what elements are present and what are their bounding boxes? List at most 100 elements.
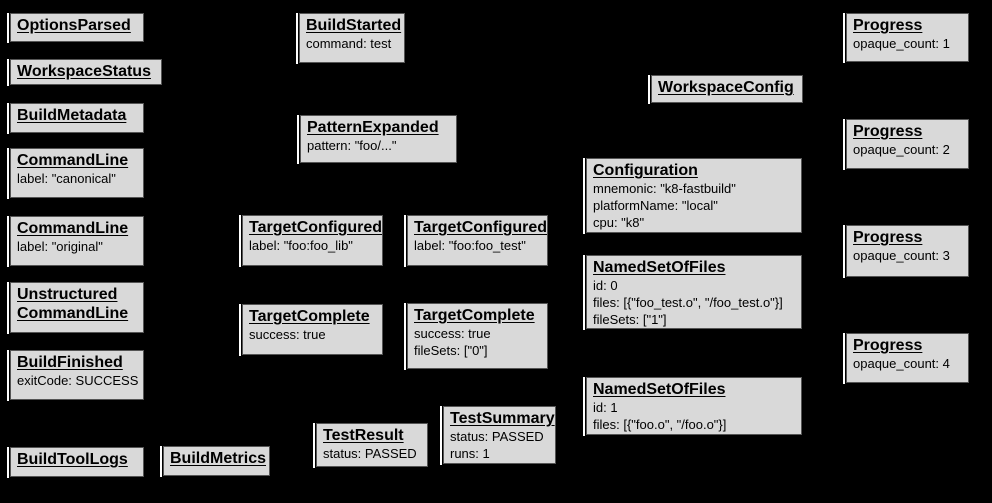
event-field: status: PASSED <box>323 446 417 461</box>
event-node-pattern-expanded: PatternExpanded pattern: "foo/..." <box>296 114 457 164</box>
event-field: success: true <box>414 326 491 341</box>
event-title: BuildFinished <box>17 353 137 372</box>
event-title-line: BuildFinished <box>17 354 123 371</box>
event-field: label: "canonical" <box>17 171 116 186</box>
event-title-line: CommandLine <box>17 220 129 237</box>
event-title-line: BuildMetadata <box>17 107 127 124</box>
event-title-line: TargetConfigured <box>249 219 383 236</box>
event-field: opaque_count: 3 <box>853 248 950 263</box>
event-field: success: true <box>249 327 326 342</box>
event-field: fileSets: ["1"] <box>593 312 667 327</box>
event-node-progress-1: Progress opaque_count: 1 <box>842 12 969 63</box>
event-field: opaque_count: 1 <box>853 36 950 51</box>
event-title-line: Configuration <box>593 162 698 179</box>
event-field: status: PASSED <box>450 429 544 444</box>
event-field: opaque_count: 2 <box>853 142 950 157</box>
event-field: mnemonic: "k8-fastbuild" <box>593 181 736 196</box>
event-node-named-set-of-files-1: NamedSetOfFiles id: 1 files: [{"foo.o", "/… <box>582 376 802 436</box>
event-title-line: Progress <box>853 229 923 246</box>
event-node-build-metadata: BuildMetadata <box>6 102 144 134</box>
event-node-options-parsed: OptionsParsed <box>6 12 144 43</box>
event-title-line: TargetConfigured <box>414 219 548 236</box>
event-field: label: "foo:foo_test" <box>414 238 526 253</box>
event-title-line: TargetComplete <box>249 308 370 325</box>
event-title: WorkspaceConfig <box>658 78 796 97</box>
event-field: files: [{"foo_test.o", "/foo_test.o"}] <box>593 295 783 310</box>
event-node-test-result: TestResult status: PASSED <box>312 422 428 468</box>
event-title-line: BuildMetrics <box>170 450 267 467</box>
event-title: NamedSetOfFiles <box>593 258 795 277</box>
event-title: Progress <box>853 16 962 35</box>
event-node-target-complete-foo-test: TargetComplete success: true fileSets: ["0… <box>403 302 548 370</box>
event-title: OptionsParsed <box>17 16 137 35</box>
event-node-workspace-status: WorkspaceStatus <box>6 58 162 86</box>
event-title-line: Progress <box>853 337 923 354</box>
event-title: Progress <box>853 336 962 355</box>
event-node-command-line-original: CommandLine label: "original" <box>6 215 144 267</box>
event-field: opaque_count: 4 <box>853 356 950 371</box>
event-title: TargetComplete <box>414 306 541 325</box>
event-field: fileSets: ["0"] <box>414 343 488 358</box>
event-title-line: NamedSetOfFiles <box>593 259 726 276</box>
event-title-line: Unstructured <box>17 286 118 303</box>
event-field: command: test <box>306 36 392 51</box>
event-title: WorkspaceStatus <box>17 62 155 81</box>
event-title: BuildMetadata <box>17 106 137 125</box>
event-title: TargetConfigured <box>249 218 383 237</box>
event-title: TargetConfigured <box>414 218 548 237</box>
event-title-line: WorkspaceStatus <box>17 63 151 80</box>
event-title: PatternExpanded <box>307 118 450 137</box>
event-title: NamedSetOfFiles <box>593 380 795 399</box>
event-title-line: TestSummary <box>450 410 555 427</box>
event-title-line: BuildStarted <box>306 17 402 34</box>
event-title-line: BuildToolLogs <box>17 451 128 468</box>
event-title: CommandLine <box>17 219 137 238</box>
event-title: CommandLine <box>17 151 137 170</box>
event-title-line: PatternExpanded <box>307 119 439 136</box>
event-title-line: OptionsParsed <box>17 17 131 34</box>
event-title: TargetComplete <box>249 307 376 326</box>
event-field: pattern: "foo/..." <box>307 138 397 153</box>
event-title: BuildToolLogs <box>17 450 137 469</box>
event-field: cpu: "k8" <box>593 215 645 230</box>
event-node-target-complete-foo-lib: TargetComplete success: true <box>238 303 383 356</box>
event-node-build-started: BuildStarted command: test <box>295 12 405 64</box>
event-title-line: CommandLine <box>17 152 129 169</box>
event-node-build-metrics: BuildMetrics <box>159 445 270 477</box>
event-node-configuration: Configuration mnemonic: "k8-fastbuild" pla… <box>582 157 802 234</box>
event-title: BuildStarted <box>306 16 402 35</box>
event-title-line: TestResult <box>323 427 404 444</box>
event-node-named-set-of-files-0: NamedSetOfFiles id: 0 files: [{"foo_test.o… <box>582 254 802 330</box>
event-title-line: Progress <box>853 123 923 140</box>
event-title: TestSummary <box>450 409 555 428</box>
event-node-build-finished: BuildFinished exitCode: SUCCESS <box>6 349 144 401</box>
event-field: label: "original" <box>17 239 103 254</box>
event-title-line: NamedSetOfFiles <box>593 381 726 398</box>
event-field: id: 0 <box>593 278 618 293</box>
event-field: exitCode: SUCCESS <box>17 373 139 388</box>
event-title-line: TargetComplete <box>414 307 535 324</box>
event-title: TestResult <box>323 426 421 445</box>
event-title-line: Progress <box>853 17 923 34</box>
event-title: Progress <box>853 228 962 247</box>
event-node-progress-4: Progress opaque_count: 4 <box>842 332 969 384</box>
event-field: platformName: "local" <box>593 198 718 213</box>
event-title-line: WorkspaceConfig <box>658 79 794 96</box>
event-field: label: "foo:foo_lib" <box>249 238 353 253</box>
event-title: Progress <box>853 122 962 141</box>
event-node-command-line-canonical: CommandLine label: "canonical" <box>6 147 144 199</box>
event-field: id: 1 <box>593 400 618 415</box>
event-title: BuildMetrics <box>170 449 267 468</box>
event-field: files: [{"foo.o", "/foo.o"}] <box>593 417 727 432</box>
event-node-target-configured-foo-test: TargetConfigured label: "foo:foo_test" <box>403 214 548 267</box>
event-node-build-tool-logs: BuildToolLogs <box>6 446 144 478</box>
event-node-target-configured-foo-lib: TargetConfigured label: "foo:foo_lib" <box>238 214 383 267</box>
event-node-progress-2: Progress opaque_count: 2 <box>842 118 969 170</box>
event-node-workspace-config: WorkspaceConfig <box>647 74 803 104</box>
event-title-line: CommandLine <box>17 305 129 322</box>
event-title: Configuration <box>593 161 795 180</box>
